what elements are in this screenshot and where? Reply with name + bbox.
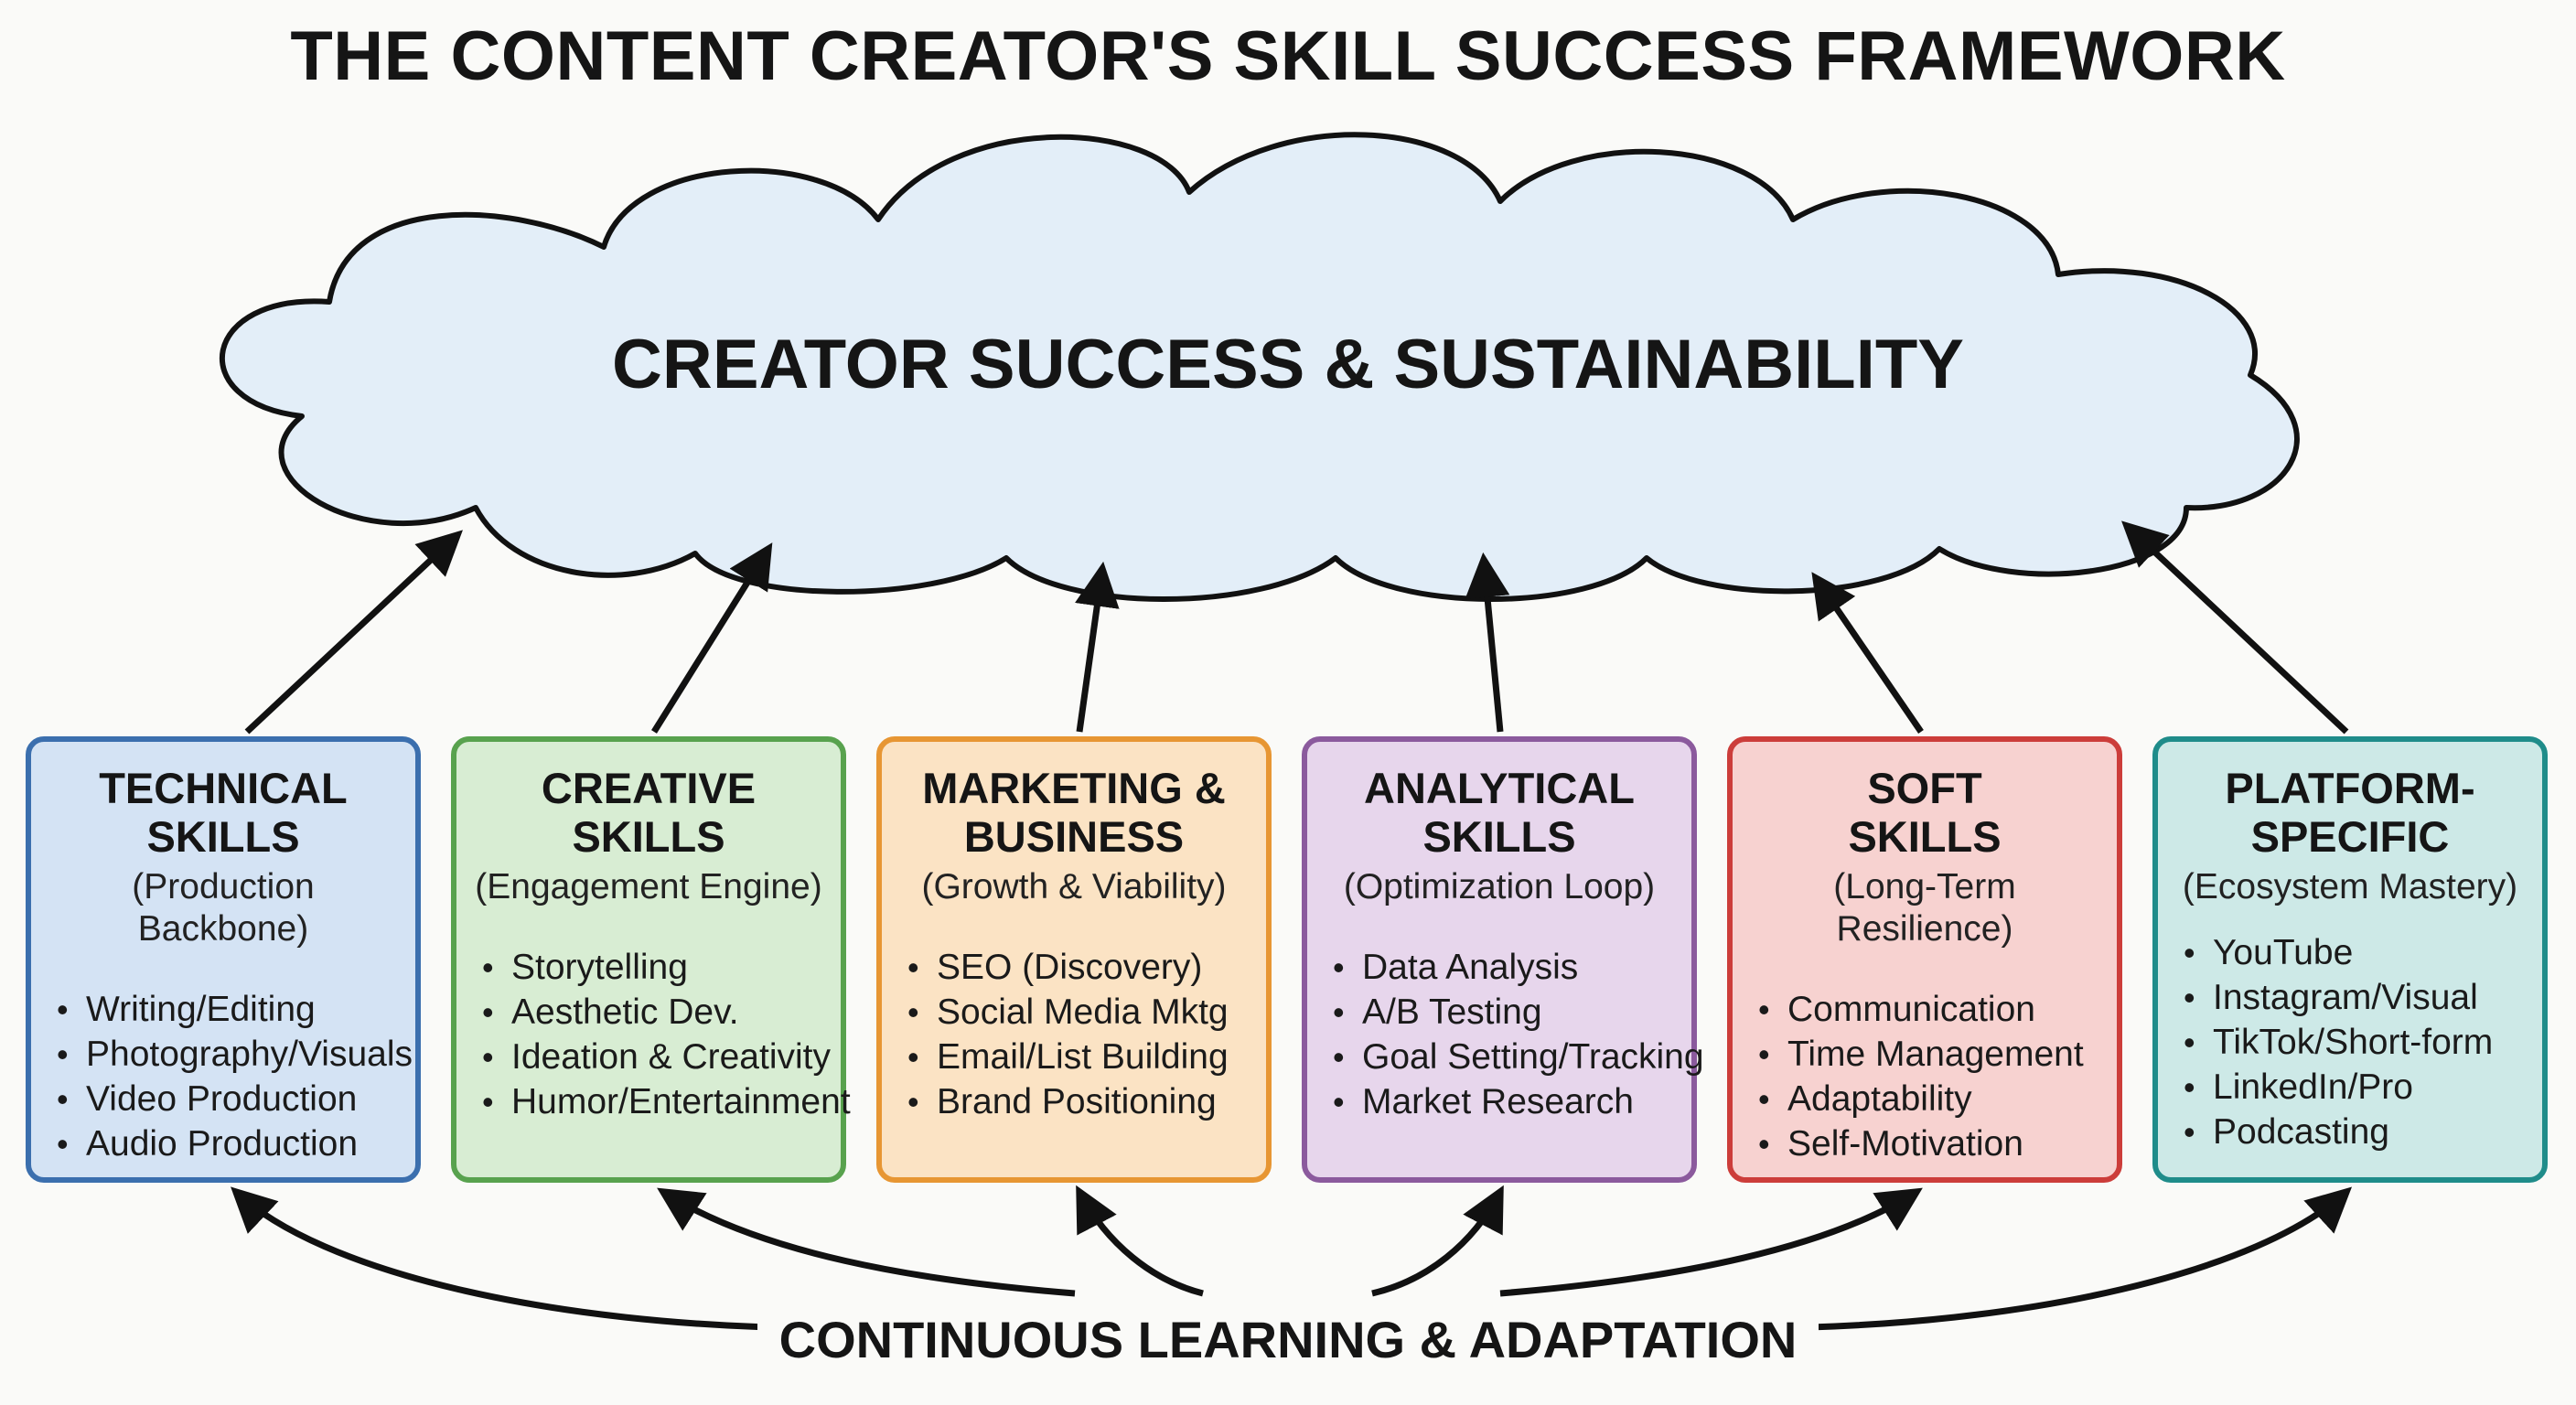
box-subtitle: (Production Backbone)	[132, 867, 315, 949]
arrow-platform-to-cloud	[2121, 520, 2349, 735]
list-item: Audio Production	[57, 1121, 402, 1166]
skill-arrows	[244, 520, 2349, 735]
list-item: Podcasting	[2184, 1110, 2529, 1154]
list-item: TikTok/Short-form	[2184, 1020, 2529, 1065]
box-item-list: Communication Time Management Adaptabili…	[1745, 987, 2104, 1166]
arrow-learning-to-soft	[1499, 1187, 1923, 1297]
list-item: LinkedIn/Pro	[2184, 1065, 2529, 1110]
box-subtitle: (Engagement Engine)	[475, 867, 822, 906]
footer-label: CONTINUOUS LEARNING & ADAPTATION	[0, 1310, 2576, 1369]
list-item: Social Media Mktg	[907, 990, 1253, 1035]
list-item: Ideation & Creativity	[482, 1035, 831, 1079]
arrow-learning-to-creative	[657, 1187, 1076, 1297]
box-title: PLATFORM-SPECIFIC	[2225, 764, 2475, 861]
arrow-learning-to-marketing	[1076, 1185, 1204, 1297]
box-item-list: Storytelling Aesthetic Dev. Ideation & C…	[469, 945, 851, 1124]
list-item: Writing/Editing	[57, 987, 402, 1032]
box-subtitle: (Ecosystem Mastery)	[2182, 867, 2518, 906]
list-item: Storytelling	[482, 945, 828, 990]
platform-specific-box: PLATFORM-SPECIFIC (Ecosystem Mastery) Yo…	[2152, 736, 2548, 1183]
arrow-creative-to-cloud	[651, 542, 773, 734]
list-item: Adaptability	[1758, 1077, 2104, 1121]
list-item: Data Analysis	[1333, 945, 1679, 990]
learning-arrows	[231, 1185, 2353, 1332]
box-subtitle: (Long-Term Resilience)	[1833, 867, 2016, 949]
box-item-list: Writing/Editing Photography/Visuals Vide…	[44, 987, 413, 1166]
marketing-business-box: MARKETING &BUSINESS (Growth & Viability)…	[876, 736, 1272, 1183]
box-item-list: Data Analysis A/B Testing Goal Setting/T…	[1320, 945, 1704, 1124]
list-item: YouTube	[2184, 930, 2529, 975]
list-item: Brand Positioning	[907, 1079, 1253, 1124]
list-item: Aesthetic Dev.	[482, 990, 828, 1035]
arrow-analytical-to-cloud	[1465, 552, 1510, 733]
arrow-technical-to-cloud	[244, 530, 463, 735]
list-item: Self-Motivation	[1758, 1121, 2104, 1166]
list-item: Video Production	[57, 1077, 402, 1121]
list-item: Photography/Visuals	[57, 1032, 413, 1077]
list-item: Market Research	[1333, 1079, 1679, 1124]
arrow-learning-to-platform	[1760, 1186, 2353, 1332]
box-item-list: SEO (Discovery) Social Media Mktg Email/…	[895, 945, 1253, 1124]
list-item: A/B Testing	[1333, 990, 1679, 1035]
list-item: Goal Setting/Tracking	[1333, 1035, 1704, 1079]
list-item: Communication	[1758, 987, 2104, 1032]
page-title: THE CONTENT CREATOR'S SKILL SUCCESS FRAM…	[290, 17, 2286, 95]
box-title: MARKETING &BUSINESS	[922, 764, 1226, 861]
list-item: Humor/Entertainment	[482, 1079, 851, 1124]
list-item: Time Management	[1758, 1032, 2104, 1077]
arrow-marketing-to-cloud	[1075, 561, 1120, 733]
arrow-learning-to-analytical	[1371, 1185, 1504, 1297]
success-cloud	[219, 132, 2300, 602]
box-subtitle: (Optimization Loop)	[1343, 867, 1656, 906]
box-item-list: YouTube Instagram/Visual TikTok/Short-fo…	[2171, 930, 2529, 1154]
arrow-soft-to-cloud	[1811, 572, 1924, 734]
list-item: Instagram/Visual	[2184, 975, 2529, 1020]
list-item: SEO (Discovery)	[907, 945, 1253, 990]
arrow-learning-to-technical	[231, 1186, 820, 1332]
list-item: Email/List Building	[907, 1035, 1253, 1079]
box-subtitle: (Growth & Viability)	[921, 867, 1227, 906]
cloud-label: CREATOR SUCCESS & SUSTAINABILITY	[612, 326, 1964, 403]
